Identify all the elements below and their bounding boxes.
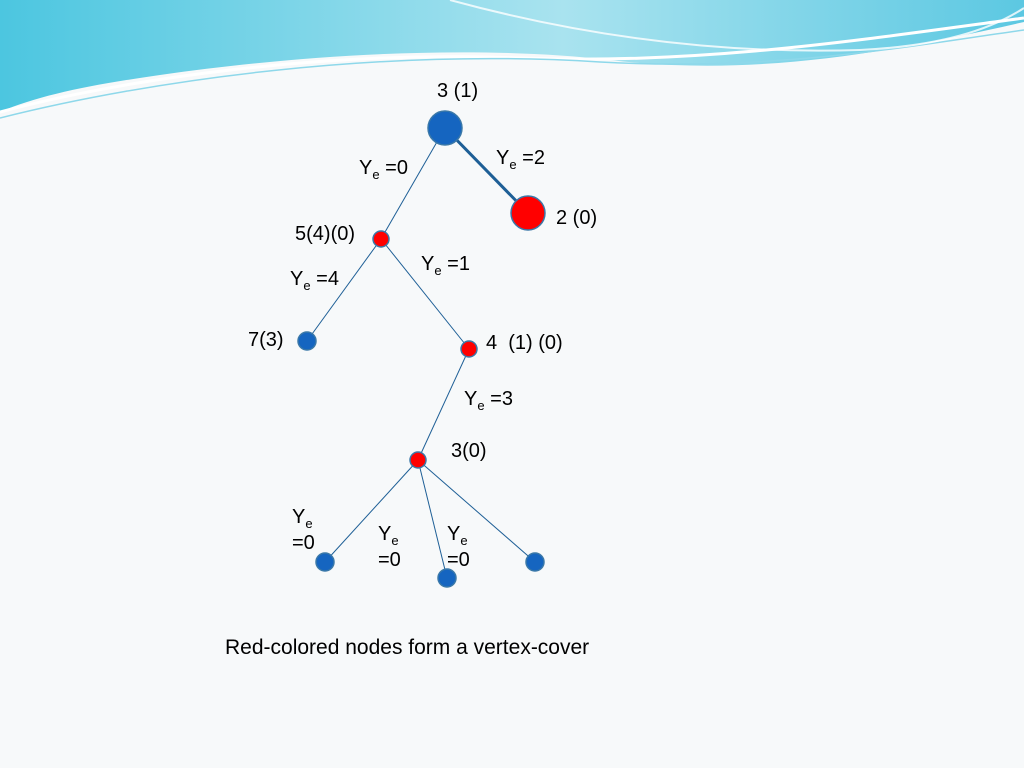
edge-weight-n3-leaf3: Ye=0: [447, 521, 470, 573]
edge-weight-n5-n4: Ye =1: [421, 253, 470, 277]
node-root: [427, 110, 463, 146]
node-leaf2: [437, 568, 457, 588]
caption: Red-colored nodes form a vertex-cover: [225, 636, 590, 659]
weight-value: =1: [447, 253, 470, 275]
node-label-right: 2 (0): [556, 207, 598, 229]
weight-value: =0: [292, 532, 315, 554]
edge-n5-n7: [306, 238, 382, 342]
weight-subscript: e: [460, 533, 468, 548]
node-right: [510, 195, 546, 231]
weight-symbol: Y: [464, 388, 478, 410]
weight-value: =0: [378, 549, 401, 571]
weight-subscript: e: [477, 398, 485, 413]
weight-subscript: e: [305, 516, 313, 531]
edge-weight-n5-n7: Ye =4: [290, 268, 339, 292]
node-label-root: 3 (1): [437, 80, 479, 102]
edge-weight-root-right: Ye =2: [496, 147, 545, 171]
weight-subscript: e: [391, 533, 399, 548]
weight-symbol: Y: [447, 523, 461, 545]
weight-value: =0: [385, 157, 408, 179]
edge-weight-n4-n3: Ye =3: [464, 388, 513, 412]
weight-symbol: Y: [378, 523, 392, 545]
edge-root-right: [443, 126, 530, 215]
edge-weight-root-n5: Ye =0: [359, 157, 408, 181]
weight-symbol: Y: [359, 157, 373, 179]
weight-subscript: e: [372, 167, 380, 182]
edge-n3-leaf1: [324, 459, 419, 563]
node-label-n4: 4 (1) (0): [486, 332, 563, 354]
node-label-n3: 3(0): [451, 440, 487, 462]
edge-weight-n3-leaf2: Ye=0: [378, 521, 401, 573]
node-n5: [372, 230, 390, 248]
node-leaf1: [315, 552, 335, 572]
weight-symbol: Y: [290, 268, 304, 290]
header-wave-decoration: [0, 0, 1024, 119]
weight-subscript: e: [303, 278, 311, 293]
weight-subscript: e: [434, 263, 442, 278]
edge-weight-n3-leaf1: Ye=0: [292, 504, 315, 556]
edge-n5-n4: [380, 238, 470, 350]
edge-n3-leaf2: [417, 459, 448, 579]
node-n7: [297, 331, 317, 351]
weight-value: =0: [447, 549, 470, 571]
weight-symbol: Y: [496, 147, 510, 169]
edge-n4-n3: [417, 348, 470, 461]
node-label-n5: 5(4)(0): [295, 223, 356, 245]
node-n4: [460, 340, 478, 358]
weight-symbol: Y: [421, 253, 435, 275]
edge-root-n5: [380, 127, 446, 240]
weight-value: =2: [522, 147, 545, 169]
node-n3: [409, 451, 427, 469]
weight-value: =3: [490, 388, 513, 410]
node-label-n7: 7(3): [248, 329, 284, 351]
weight-symbol: Y: [292, 506, 306, 528]
node-leaf3: [525, 552, 545, 572]
weight-subscript: e: [509, 157, 517, 172]
edge-n3-leaf3: [417, 459, 536, 563]
weight-value: =4: [316, 268, 339, 290]
